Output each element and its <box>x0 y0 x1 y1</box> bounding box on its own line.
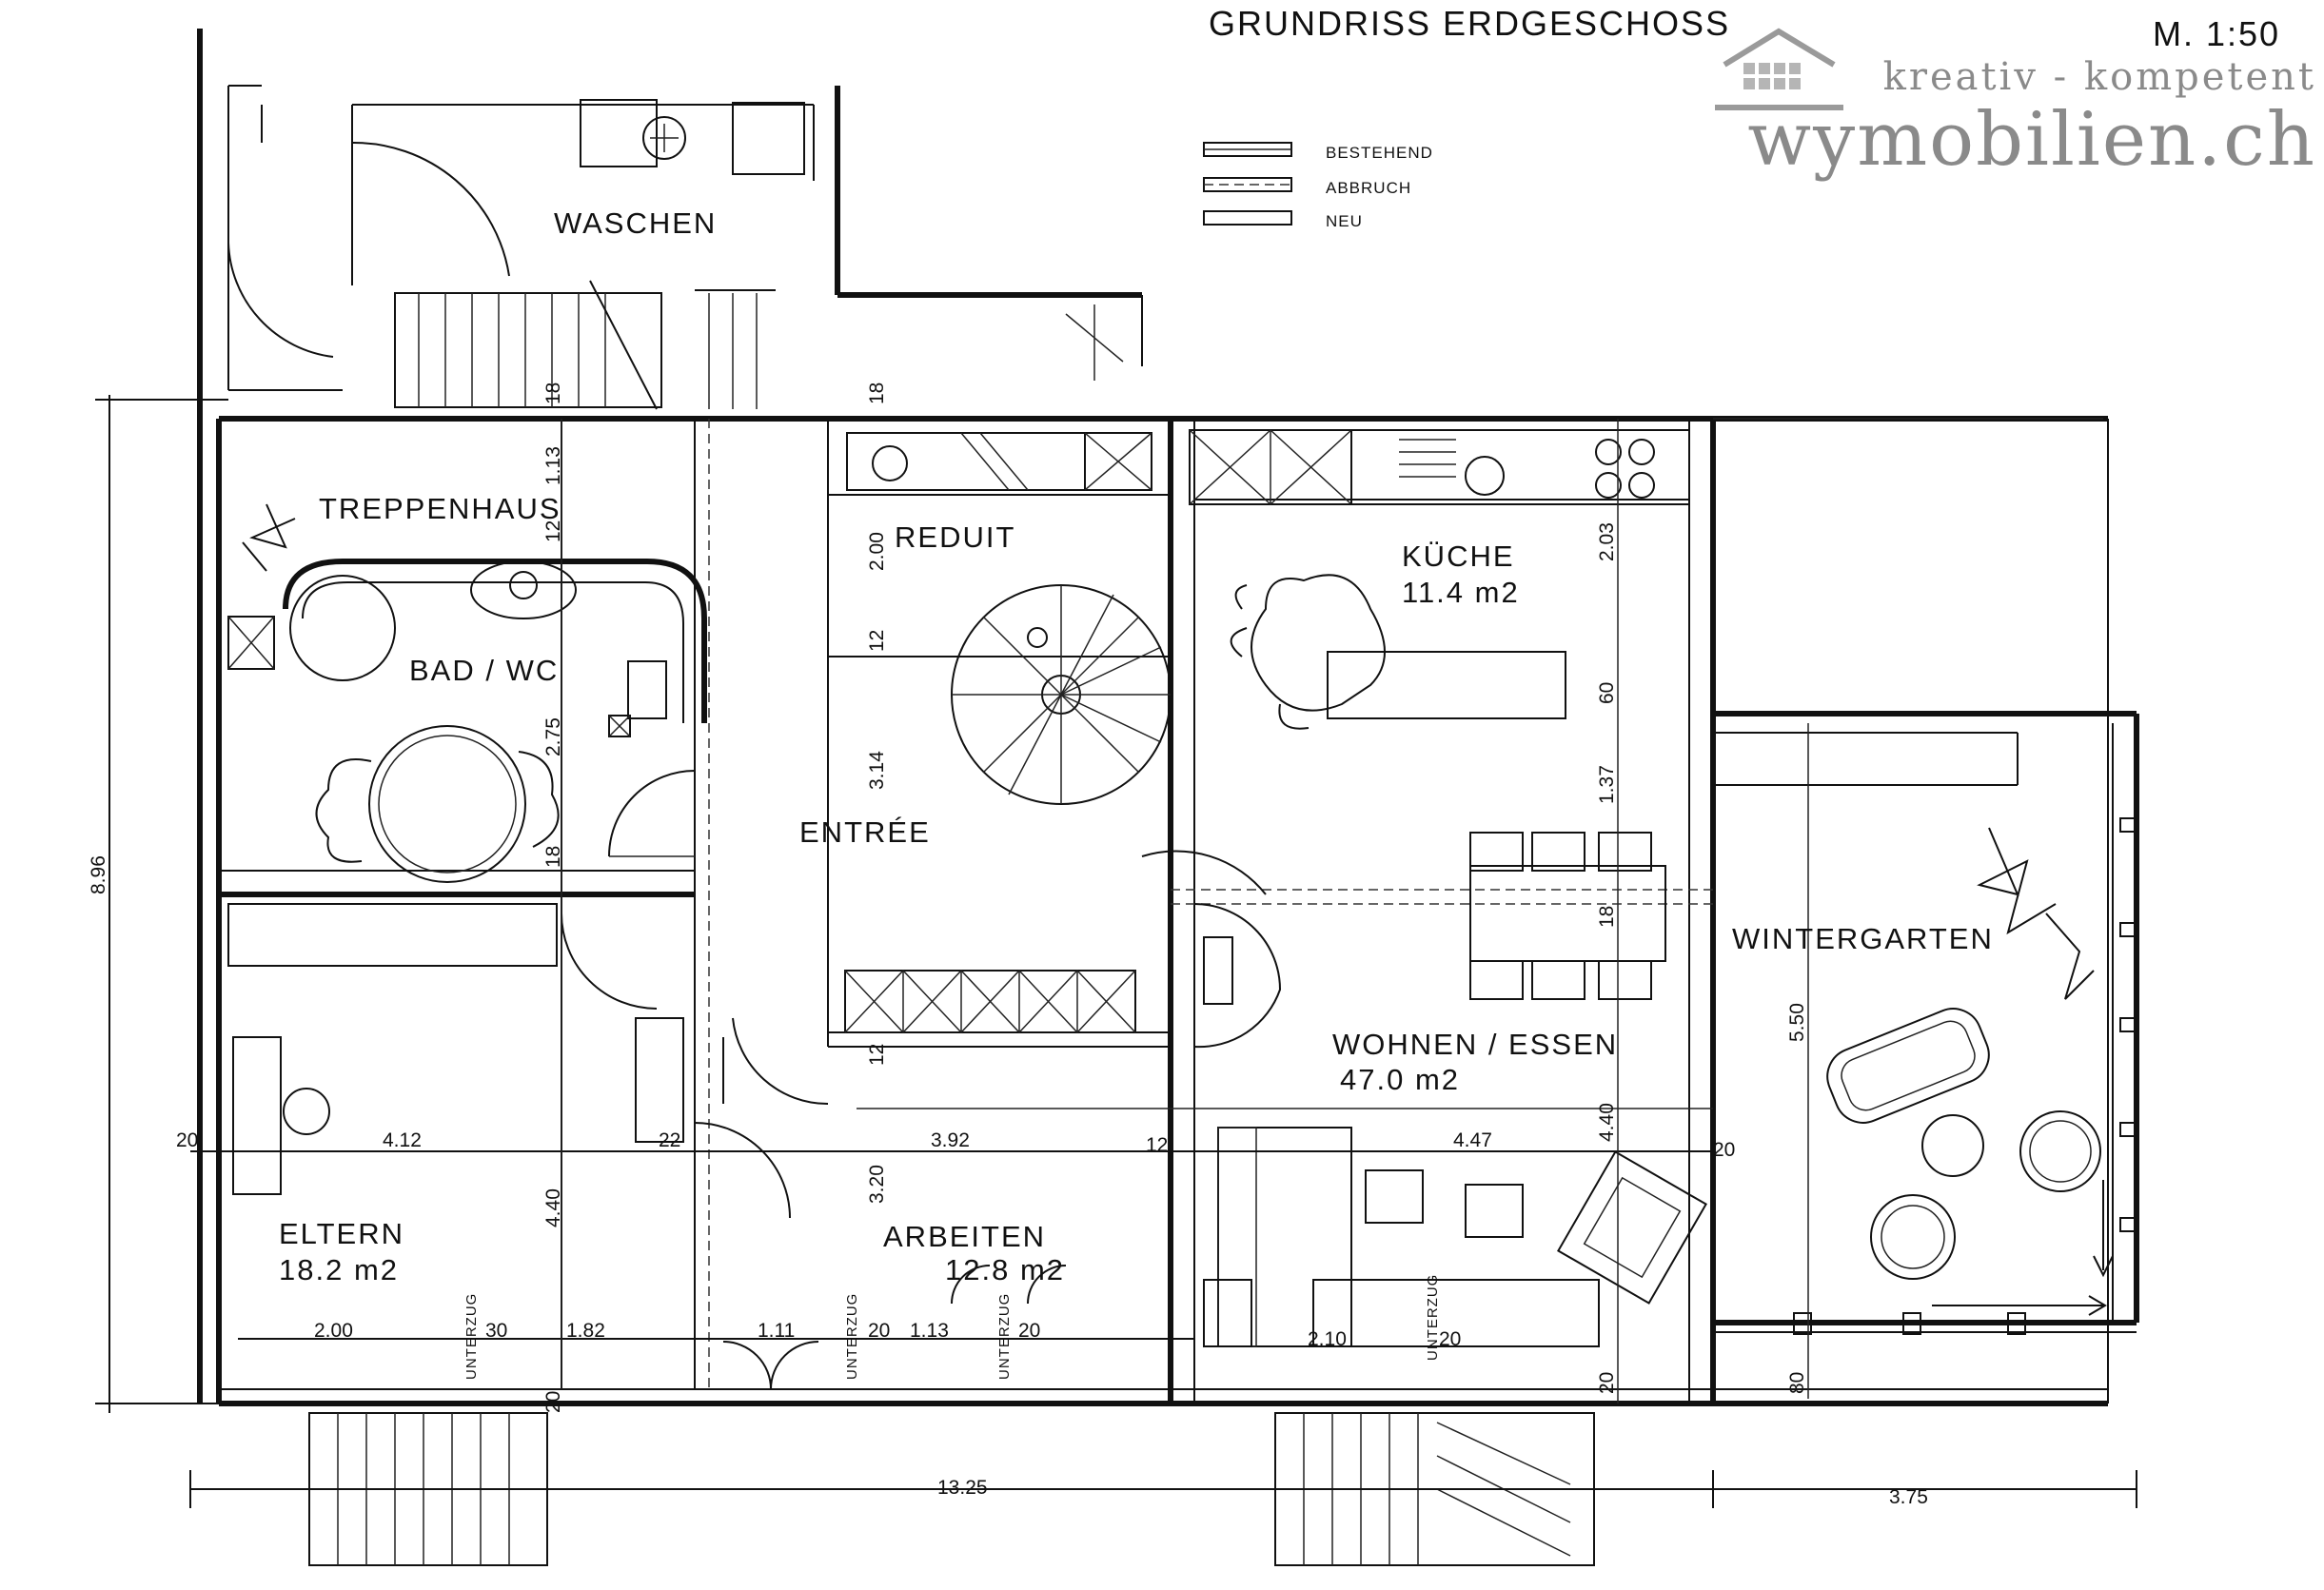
legend-abbruch: ABBRUCH <box>1326 179 1411 197</box>
room-kueche: KÜCHE <box>1402 540 1515 573</box>
unterzug-label: UNTERZUG <box>844 1293 860 1380</box>
annex-walls <box>197 29 1143 1404</box>
dim-label: 2.00 <box>866 532 888 571</box>
house-logo-icon <box>1715 28 1843 110</box>
unterzug-label: UNTERZUG <box>996 1293 1013 1380</box>
dim-label: 2.75 <box>542 717 564 756</box>
room-entree: ENTRÉE <box>799 815 931 849</box>
dim-label: 30 <box>485 1320 507 1342</box>
dim-label: 18 <box>1596 906 1618 928</box>
room-waschen: WASCHEN <box>554 206 717 240</box>
legend-swatch-neu <box>1203 210 1292 226</box>
room-wintergarten: WINTERGARTEN <box>1732 922 1994 955</box>
legend-bestehend: BESTEHEND <box>1326 144 1433 162</box>
room-eltern-area: 18.2 m2 <box>279 1253 399 1286</box>
dim-label: 22 <box>659 1129 680 1151</box>
dim-label: 2.03 <box>1596 522 1618 561</box>
dim-label: 20 <box>868 1320 890 1342</box>
dim-label: 12 <box>866 1044 888 1066</box>
living-furniture <box>1141 832 1707 1347</box>
brand-block: kreativ - kompetent wymobilien.ch <box>1747 55 2316 177</box>
sofa <box>1217 1127 1352 1347</box>
room-eltern: ELTERN <box>279 1217 404 1250</box>
kitchen-island <box>1327 651 1566 719</box>
dim-label: 12 <box>542 520 564 542</box>
room-treppenhaus: TREPPENHAUS <box>319 492 561 525</box>
spiral-stair <box>951 584 1172 805</box>
dim-label: 1.11 <box>758 1320 795 1342</box>
washbasin <box>470 560 577 619</box>
dim-label: 20 <box>1596 1372 1618 1394</box>
dim-label: 4.40 <box>1596 1103 1618 1142</box>
dim-label: 20 <box>542 1391 564 1413</box>
sink <box>580 99 658 167</box>
dim-label: 20 <box>1713 1139 1735 1161</box>
legend-swatch-abbruch <box>1203 177 1292 192</box>
dim-label: 8.96 <box>88 855 109 894</box>
kitchen-cabinets <box>846 429 1690 730</box>
dim-label: 12 <box>1146 1134 1168 1156</box>
scale-label: M. 1:50 <box>2153 14 2280 53</box>
dim-label: 1.13 <box>542 446 564 485</box>
dim-label: 4.47 <box>1453 1129 1492 1151</box>
wintergarten-walls <box>1713 418 2139 1335</box>
dim-label: 4.12 <box>383 1129 422 1151</box>
dining-table <box>1469 865 1666 962</box>
dim-label: 60 <box>1596 682 1618 704</box>
dim-label: 13.25 <box>937 1477 988 1499</box>
washing-machine <box>732 102 805 175</box>
dim-label: 20 <box>176 1129 198 1151</box>
room-arbeiten: ARBEITEN <box>883 1220 1046 1253</box>
plant-icon <box>1977 827 2057 935</box>
dim-label: 1.82 <box>566 1320 605 1342</box>
dim-label: 18 <box>542 383 564 404</box>
unterzug-label: UNTERZUG <box>463 1293 480 1380</box>
entree-cabinets <box>561 913 1136 1106</box>
wardrobe <box>227 903 558 967</box>
dim-label: 18 <box>866 383 888 404</box>
round-tub <box>368 725 526 883</box>
brand-site: wymobilien.ch <box>1747 97 2316 183</box>
legend-neu: NEU <box>1326 212 1363 230</box>
legend: BESTEHEND ABBRUCH NEU <box>1203 142 1433 230</box>
dim-label: 3.92 <box>931 1129 970 1151</box>
wintergarten-sofa <box>1826 1008 1990 1124</box>
dim-label: 2.00 <box>314 1320 353 1342</box>
bathtub-basin <box>289 575 396 681</box>
stair-upper <box>394 292 662 408</box>
wintergarten-furniture <box>1826 827 2101 1280</box>
room-wohnen: WOHNEN / ESSEN <box>1332 1028 1618 1061</box>
dimension-labels: 8.96 18 1.13 12 2.75 18 18 2.00 12 3.14 … <box>88 383 1928 1508</box>
room-wohnen-area: 47.0 m2 <box>1340 1063 1460 1096</box>
dimension-lines <box>95 395 2137 1508</box>
unterzug-label: UNTERZUG <box>1425 1274 1441 1361</box>
dim-label: 1.37 <box>1596 765 1618 804</box>
dim-label: 20 <box>1439 1328 1461 1350</box>
bath-fixtures <box>227 503 707 883</box>
dim-label: 18 <box>542 846 564 868</box>
door-swing-waschen <box>351 141 510 277</box>
plan-title: GRUNDRISS ERDGESCHOSS <box>1209 4 1730 43</box>
dim-label: 3.14 <box>866 751 888 790</box>
dim-label: 3.75 <box>1889 1486 1928 1508</box>
room-arbeiten-area: 12.8 m2 <box>945 1253 1065 1286</box>
room-reduit: REDUIT <box>895 520 1015 554</box>
dim-label: 80 <box>1786 1372 1808 1394</box>
room-kueche-area: 11.4 m2 <box>1402 576 1520 609</box>
main-walls <box>216 416 2109 1406</box>
kitchen-sink <box>1465 456 1505 496</box>
dim-label: 4.40 <box>542 1188 564 1227</box>
dim-label: 1.13 <box>910 1320 949 1342</box>
room-bad: BAD / WC <box>409 654 559 687</box>
dim-label: 12 <box>866 630 888 652</box>
brand-tagline: kreativ - kompetent <box>1882 55 2316 99</box>
dim-label: 3.20 <box>866 1165 888 1204</box>
dim-label: 5.50 <box>1786 1003 1808 1042</box>
dim-label: 20 <box>1018 1320 1040 1342</box>
dim-label: 2.10 <box>1308 1328 1347 1350</box>
